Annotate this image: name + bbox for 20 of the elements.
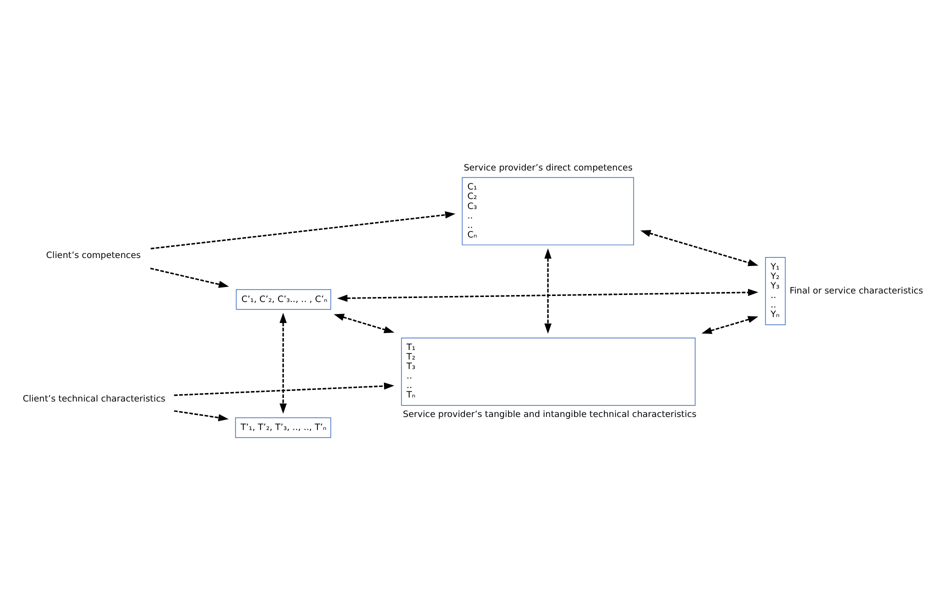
arrow (337, 288, 758, 302)
node-text: Client’s technical characteristics (22, 394, 166, 404)
node-label: Final or service characteristics (790, 286, 924, 296)
node-label: Service provider’s tangible and intangible technical characteristics (402, 410, 696, 420)
arrow (280, 312, 287, 414)
node-box: C₁ C₂ C₃ .. .. Cₙ (462, 177, 634, 246)
arrow (702, 316, 758, 334)
arrow (174, 410, 229, 422)
node-box: T’₁, T’₂, T’₃, .., .., T’ₙ (235, 417, 332, 438)
arrow (640, 230, 758, 266)
arrow (150, 268, 229, 288)
node-box: T₁ T₂ T₃ .. .. Tₙ (401, 338, 696, 406)
node-label: Service provider’s direct competences (464, 164, 633, 174)
arrow (174, 382, 394, 396)
node-box: C’₁, C’₂, C’₃.., .. , C’ₙ (236, 289, 332, 310)
node-text: Client’s competences (46, 250, 141, 261)
arrow (544, 248, 552, 334)
arrow (150, 211, 456, 250)
arrow (334, 314, 394, 334)
node-box: Y₁ Y₂ Y₃ .. .. Yₙ (765, 257, 786, 326)
